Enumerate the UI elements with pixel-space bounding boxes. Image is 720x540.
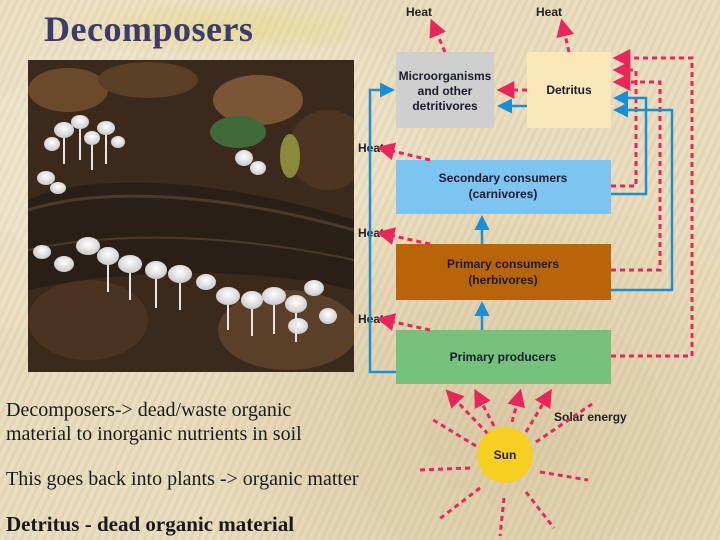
heat-arrow-secondary xyxy=(376,142,431,162)
sun-ray-5 xyxy=(535,402,593,444)
primary-consumers-label-1: Primary consumers xyxy=(447,257,559,271)
producers-label: Primary producers xyxy=(450,350,557,364)
sun-ray-11 xyxy=(539,470,589,482)
sun-ray-3 xyxy=(507,388,525,423)
sun-ray-4 xyxy=(524,388,552,433)
sun-ray-6 xyxy=(429,416,477,448)
sun-icon xyxy=(477,427,533,483)
detritus-label: Detritus xyxy=(546,83,592,97)
sun-label: Sun xyxy=(494,448,517,462)
bullet-line-1b: material to inorganic nutrients in soil xyxy=(6,423,302,445)
heat-label-top-left: Heat xyxy=(406,5,432,19)
heat-label-top-right: Heat xyxy=(536,5,562,19)
solar-energy-label: Solar energy xyxy=(554,410,627,424)
micro-label-1: Microorganisms xyxy=(399,69,492,83)
nutrient-arrow-micro-to-producers xyxy=(368,82,396,374)
sun-ray-9 xyxy=(498,497,506,537)
heat-arrow-detritus xyxy=(556,18,575,53)
sun-ray-1 xyxy=(445,389,490,436)
secondary-consumers-box xyxy=(396,160,611,214)
energy-flow-diagram: Microorganisms and other detritivores De… xyxy=(358,5,694,537)
micro-label-3: detritivores xyxy=(412,99,478,113)
decomposers-description: Decomposers-> dead/waste organic materia… xyxy=(6,398,386,446)
sun-ray-7 xyxy=(419,466,471,472)
mushroom-photo xyxy=(28,60,354,372)
title-highlight xyxy=(30,0,350,56)
forest-floor-illustration xyxy=(28,60,354,372)
micro-label-2: and other xyxy=(418,84,473,98)
sun-ray-2 xyxy=(474,388,496,427)
bullet-line-1a: Decomposers-> dead/waste organic xyxy=(6,399,292,421)
sun-ray-8 xyxy=(437,486,481,522)
microorganisms-box xyxy=(396,52,494,128)
heat-arrow-producers xyxy=(376,313,431,332)
secondary-label-2: (carnivores) xyxy=(469,187,538,201)
detritus-definition: Detritus - dead organic material xyxy=(6,512,295,536)
primary-consumers-label-2: (herbivores) xyxy=(468,273,537,287)
energy-arrow-secondary-to-detritus xyxy=(611,61,638,188)
detritus-box xyxy=(527,52,611,128)
heat-arrow-primary xyxy=(376,227,431,246)
primary-producers-box xyxy=(396,330,611,384)
energy-arrow-producers-to-detritus xyxy=(611,49,694,358)
secondary-label-1: Secondary consumers xyxy=(439,171,568,185)
nutrient-arrow-primary-to-detritus xyxy=(611,102,674,292)
primary-consumers-box xyxy=(396,244,611,300)
slide-title: Decomposers xyxy=(44,9,254,49)
heat-arrow-micro xyxy=(429,18,447,53)
bullet-line-2: This goes back into plants -> organic ma… xyxy=(6,468,359,490)
nutrient-arrow-secondary-to-detritus xyxy=(611,90,648,196)
sun-ray-10 xyxy=(524,491,556,529)
